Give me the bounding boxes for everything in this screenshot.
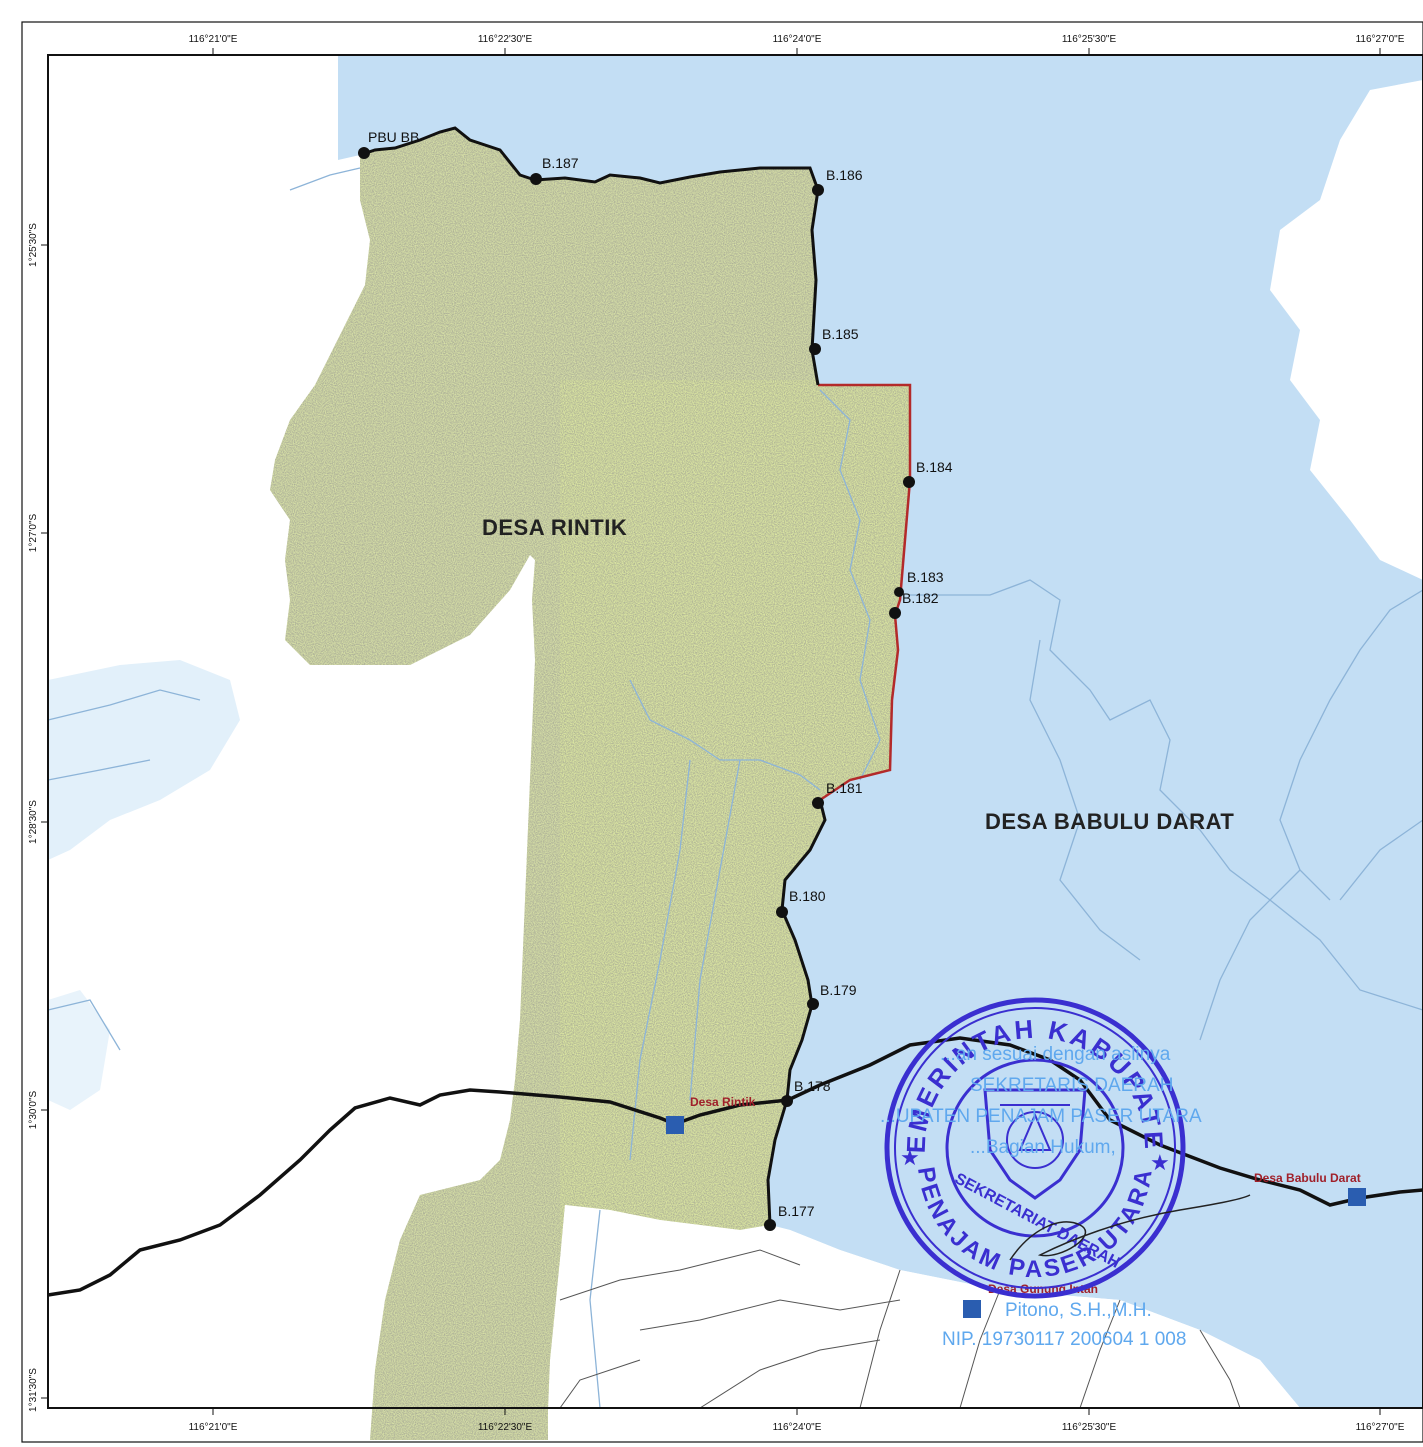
grid-ticks bbox=[41, 48, 1381, 1415]
svg-text:116°25'30"E: 116°25'30"E bbox=[1062, 1422, 1117, 1433]
lon-labels-top: 116°21'0"E 116°22'30"E 116°24'0"E 116°25… bbox=[189, 34, 1405, 45]
white-area-northeast bbox=[1270, 80, 1423, 580]
boundary-point-b187[interactable] bbox=[530, 173, 542, 185]
lat-labels: 1°25'30"S 1°27'0"S 1°28'30"S 1°30'0"S 1°… bbox=[28, 223, 39, 1412]
boundary-point-b179[interactable] bbox=[807, 998, 819, 1010]
svg-text:116°25'30"E: 116°25'30"E bbox=[1062, 34, 1117, 45]
svg-text:116°22'30"E: 116°22'30"E bbox=[478, 34, 533, 45]
label-b186: B.186 bbox=[826, 167, 863, 183]
star-icon: ★ bbox=[900, 1145, 920, 1170]
svg-text:116°27'0"E: 116°27'0"E bbox=[1356, 1422, 1405, 1433]
svg-text:1°30'0"S: 1°30'0"S bbox=[28, 1090, 39, 1129]
boundary-point-b180[interactable] bbox=[776, 906, 788, 918]
signature bbox=[1009, 1194, 1251, 1261]
lake-southwest bbox=[48, 990, 110, 1110]
svg-text:116°24'0"E: 116°24'0"E bbox=[773, 34, 822, 45]
lon-labels-bottom: 116°21'0"E 116°22'30"E 116°24'0"E 116°25… bbox=[189, 1422, 1405, 1433]
svg-text:116°21'0"E: 116°21'0"E bbox=[189, 1422, 238, 1433]
svg-text:116°24'0"E: 116°24'0"E bbox=[773, 1422, 822, 1433]
svg-text:116°27'0"E: 116°27'0"E bbox=[1356, 34, 1405, 45]
main-road bbox=[47, 1036, 1423, 1297]
svg-text:1°31'30"S: 1°31'30"S bbox=[28, 1368, 39, 1412]
svg-text:1°27'0"S: 1°27'0"S bbox=[28, 513, 39, 552]
stamp-note: ...an sesuai dengan aslinya SEKRETARIS D… bbox=[880, 1044, 1202, 1350]
label-b184: B.184 bbox=[916, 459, 953, 475]
svg-text:1°25'30"S: 1°25'30"S bbox=[28, 223, 39, 267]
boundary-point-labels: PBU BB B.187 B.186 B.185 B.184 B.183 B.1… bbox=[368, 129, 953, 1219]
stamp-note-line-3: ...UPATEN PENAJAM PASER UTARA bbox=[880, 1106, 1202, 1127]
lake-west bbox=[48, 660, 240, 860]
label-b179: B.179 bbox=[820, 982, 857, 998]
label-b185: B.185 bbox=[822, 326, 859, 342]
village-marker-rintik[interactable] bbox=[666, 1116, 684, 1134]
crest-emblem-icon bbox=[983, 1088, 1087, 1200]
map-frame-border bbox=[47, 54, 1423, 1409]
label-b178: B.178 bbox=[794, 1078, 831, 1094]
star-icon: ★ bbox=[1150, 1150, 1170, 1175]
boundary-point-b177[interactable] bbox=[764, 1219, 776, 1231]
label-b182: B.182 bbox=[902, 590, 939, 606]
boundary-point-pbu[interactable] bbox=[358, 147, 370, 159]
boundary-point-b178[interactable] bbox=[781, 1095, 793, 1107]
stamp-signer-nip: NIP. 19730117 200604 1 008 bbox=[942, 1329, 1186, 1350]
boundary-point-b184[interactable] bbox=[903, 476, 915, 488]
minor-roads bbox=[559, 1249, 1241, 1409]
boundary-point-b182[interactable] bbox=[889, 607, 901, 619]
label-b177: B.177 bbox=[778, 1203, 815, 1219]
boundary-point-b183[interactable] bbox=[894, 587, 904, 597]
village-marker-gunung-intan[interactable] bbox=[963, 1300, 981, 1318]
rivers bbox=[47, 167, 1423, 1409]
village-label-babulu: Desa Babulu Darat bbox=[1254, 1171, 1361, 1185]
label-b187: B.187 bbox=[542, 155, 579, 171]
region-label-babulu-darat: DESA BABULU DARAT bbox=[985, 809, 1234, 834]
white-area-south bbox=[555, 1205, 1300, 1408]
boundary-point-b181[interactable] bbox=[812, 797, 824, 809]
svg-text:116°22'30"E: 116°22'30"E bbox=[478, 1422, 533, 1433]
label-b180: B.180 bbox=[789, 888, 826, 904]
stamp-note-line-2: SEKRETARIS DAERAH bbox=[970, 1075, 1173, 1096]
stamp-note-line-1: ...an sesuai dengan aslinya bbox=[940, 1044, 1171, 1065]
village-marker-babulu[interactable] bbox=[1348, 1188, 1366, 1206]
label-b183: B.183 bbox=[907, 569, 944, 585]
label-pbu: PBU BB bbox=[368, 129, 419, 145]
stamp-signer-name: Pitono, S.H.,M.H. bbox=[1005, 1300, 1152, 1321]
stamp-note-line-4: ...Bagian Hukum, bbox=[970, 1137, 1116, 1158]
svg-text:116°21'0"E: 116°21'0"E bbox=[189, 34, 238, 45]
boundary-point-b186[interactable] bbox=[812, 184, 824, 196]
svg-text:1°28'30"S: 1°28'30"S bbox=[28, 800, 39, 844]
region-label-rintik: DESA RINTIK bbox=[482, 515, 627, 540]
boundary-point-b185[interactable] bbox=[809, 343, 821, 355]
boundary-points bbox=[358, 147, 915, 1231]
label-b181: B.181 bbox=[826, 780, 863, 796]
village-label-rintik: Desa Rintik bbox=[690, 1095, 756, 1109]
